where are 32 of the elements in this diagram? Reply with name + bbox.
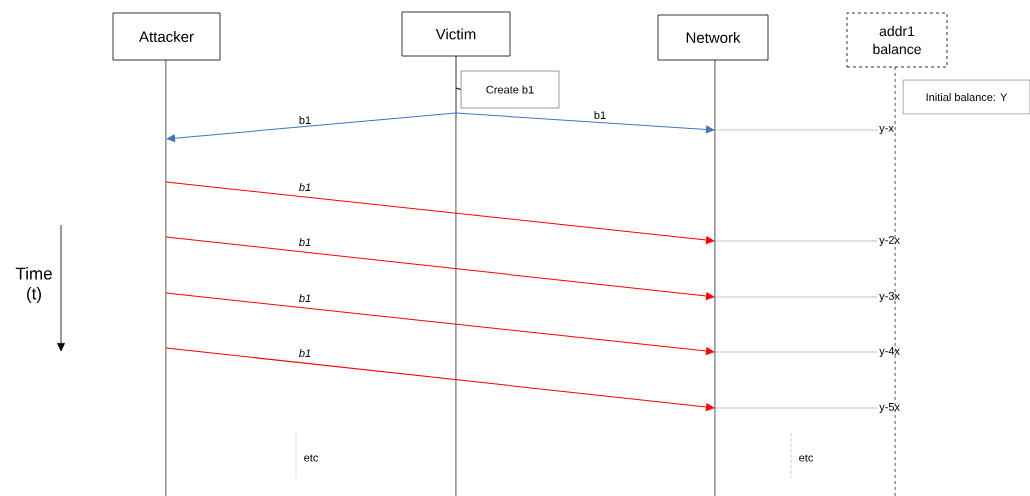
- actor-box: Attacker: [112, 12, 221, 61]
- dotted-line: [714, 351, 879, 353]
- message-arrow: [455, 112, 715, 134]
- etc-label: etc: [304, 454, 319, 462]
- dotted-line: [714, 129, 879, 131]
- message-arrow: [166, 112, 457, 143]
- balance-label: y-2x: [879, 236, 900, 246]
- etc-label: etc: [799, 454, 814, 462]
- dotted-line: [714, 407, 879, 409]
- balance-label: y-3x: [879, 292, 900, 302]
- edge-label: b1: [297, 292, 313, 304]
- edge-label: b1: [297, 236, 313, 248]
- balance-label: y-4x: [879, 347, 900, 357]
- actor-box: Network: [657, 14, 769, 61]
- connector-line: [455, 87, 462, 90]
- edge-label: b1: [297, 347, 313, 359]
- note-box: Create b1: [460, 70, 560, 109]
- message-arrow: [165, 347, 715, 411]
- edge-label: b1: [297, 181, 313, 193]
- dotted-line: [714, 296, 879, 298]
- message-arrow: [165, 236, 715, 300]
- time-label: Time (t): [15, 267, 52, 303]
- message-arrow: [165, 292, 715, 355]
- balance-label: y-x: [879, 125, 894, 135]
- edge-label: b1: [592, 109, 608, 121]
- edge-label: b1: [297, 114, 313, 126]
- actor-box: addr1 balance: [846, 12, 948, 68]
- message-arrow: [165, 181, 715, 244]
- actor-box: Victim: [401, 11, 511, 57]
- balance-label: y-5x: [879, 403, 900, 413]
- dotted-line: [714, 240, 879, 242]
- note-box: Initial balance: Y: [902, 79, 1030, 115]
